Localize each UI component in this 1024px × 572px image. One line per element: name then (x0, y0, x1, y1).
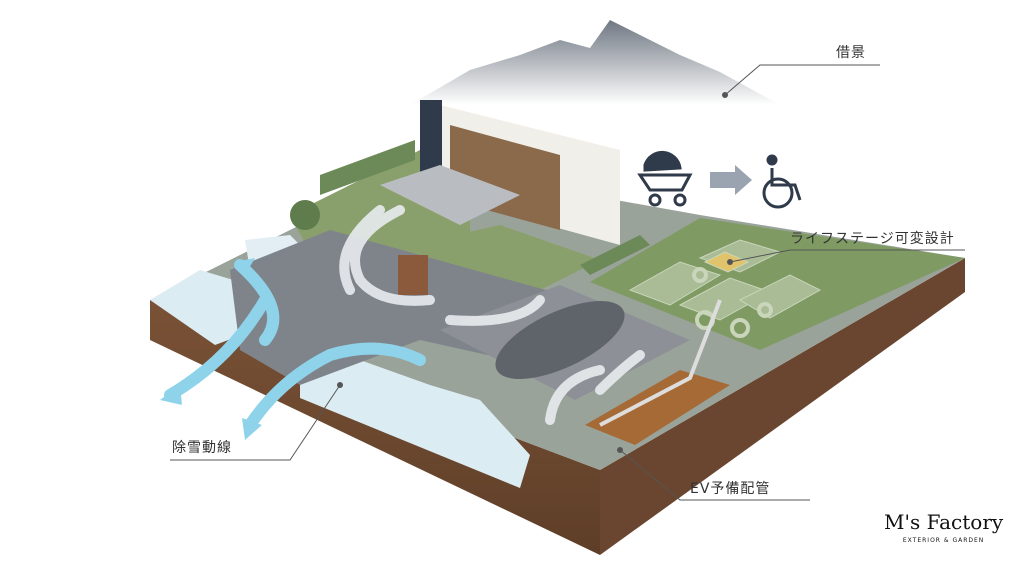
mailbox (398, 255, 428, 295)
stroller-icon (637, 150, 693, 207)
hedge-right (580, 235, 650, 275)
mountain (410, 20, 780, 105)
shrub (290, 200, 320, 230)
leader-lines (170, 64, 965, 501)
arrowhead-icon (235, 258, 255, 275)
logo-tagline: EXTERIOR & GARDEN (902, 537, 985, 544)
entry-steps (380, 165, 520, 225)
ev-pipe (599, 299, 722, 427)
hedge (320, 140, 415, 195)
arrow-right-icon (710, 165, 752, 195)
logo-name: M's Factory (884, 510, 1004, 534)
snow-route-arrows (164, 259, 426, 431)
traffic-arrows (339, 205, 645, 425)
arrowhead-icon (160, 385, 182, 405)
label-ev-piping: EV予備配管 (690, 481, 771, 497)
soil-right-face (600, 258, 965, 555)
arrowhead-icon (242, 418, 262, 440)
label-snow-route: 除雪動線 (172, 440, 232, 456)
label-borrowed-scenery: 借景 (836, 45, 866, 61)
snow-left (150, 270, 255, 345)
label-life-stage: ライフステージ可変設計 (790, 231, 955, 247)
logo: M's Factory EXTERIOR & GARDEN (884, 510, 1003, 545)
car (495, 301, 625, 379)
wheelchair-icon (762, 154, 802, 209)
ev-trench (585, 370, 730, 445)
snow-front (300, 360, 530, 488)
